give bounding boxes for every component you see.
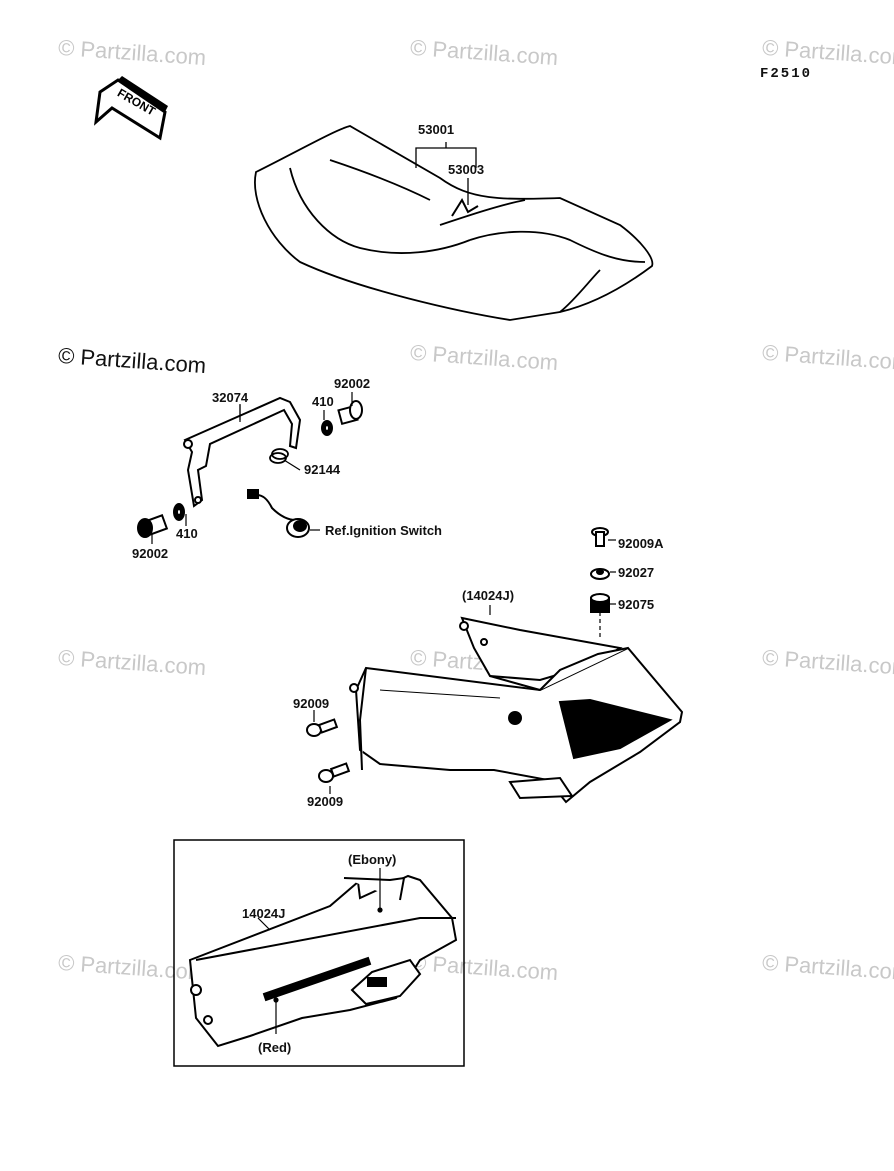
part-label-92144[interactable]: 92144 [304, 462, 341, 477]
figure-code: F2510 [760, 66, 813, 82]
part-label-410-top[interactable]: 410 [312, 394, 334, 409]
color-label-red: (Red) [258, 1040, 292, 1055]
inset-frame [173, 839, 465, 1067]
part-label-92002-top[interactable]: 92002 [334, 376, 371, 391]
part-label-92075[interactable]: 92075 [618, 597, 655, 612]
seat-lock-bracket [183, 396, 302, 508]
bolt-icon [137, 503, 185, 538]
screw-icon [306, 718, 351, 783]
part-label-410-bottom[interactable]: 410 [176, 526, 198, 541]
bolt-icon [321, 400, 363, 436]
part-label-92002-bottom[interactable]: 92002 [132, 546, 169, 561]
part-label-53003[interactable]: 53003 [448, 162, 485, 177]
tail-cover-drawing [349, 616, 684, 804]
grommet-stack-icon [590, 527, 610, 613]
part-label-92009-lower[interactable]: 92009 [307, 794, 344, 809]
part-label-ignition-ref[interactable]: Ref.Ignition Switch [325, 523, 442, 538]
front-arrow-icon: FRONT [93, 76, 168, 141]
seat-drawing [254, 125, 654, 321]
part-label-14024j-ref[interactable]: (14024J) [462, 588, 515, 603]
part-label-92009-upper[interactable]: 92009 [293, 696, 330, 711]
part-label-53001[interactable]: 53001 [418, 122, 455, 137]
part-label-92009a[interactable]: 92009A [618, 536, 664, 551]
color-label-ebony: (Ebony) [348, 852, 397, 867]
inset-cover-drawing [188, 874, 458, 1048]
part-label-32074[interactable]: 32074 [212, 390, 249, 405]
part-label-92027[interactable]: 92027 [618, 565, 655, 580]
spring-icon [269, 448, 289, 464]
ignition-cable-icon [247, 489, 310, 538]
part-label-14024j[interactable]: 14024J [242, 906, 286, 921]
